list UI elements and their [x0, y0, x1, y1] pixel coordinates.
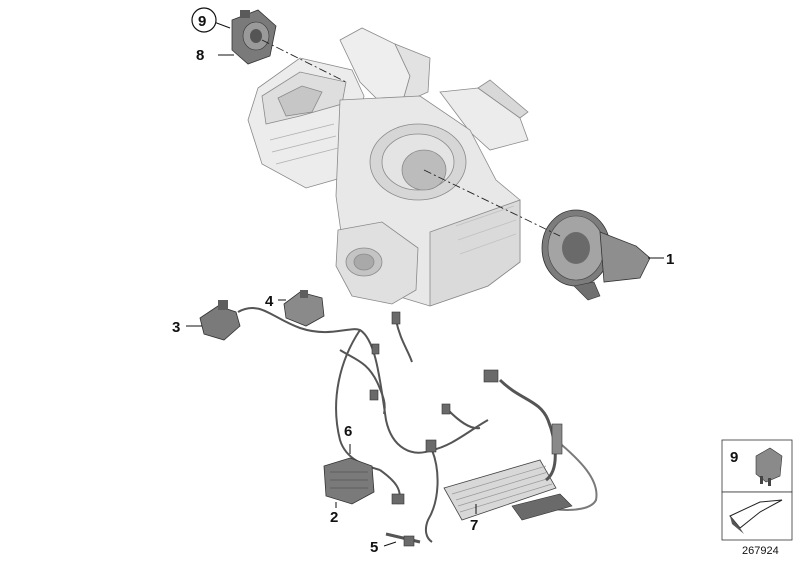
- legend-part-thumbnail: [755, 447, 783, 486]
- legend-box: 9 267924: [721, 439, 793, 557]
- actuator-part-3: [199, 300, 241, 341]
- heater-core-part-7: [443, 369, 598, 521]
- reference-number: 267924: [742, 545, 779, 557]
- resistor-part-4: [283, 290, 325, 327]
- callout-2: 2: [330, 509, 338, 526]
- control-module-part-2: [323, 457, 375, 505]
- callout-5: 5: [370, 539, 378, 556]
- actuator-part-8: [231, 9, 277, 65]
- callout-8: 8: [196, 47, 204, 64]
- leader-lines: [186, 21, 664, 547]
- blower-motor-part-1: [541, 209, 651, 301]
- assembly-lines: [261, 39, 561, 237]
- sensor-part-5: [385, 532, 421, 547]
- callout-1: 1: [666, 251, 674, 268]
- callout-9: 9: [198, 13, 206, 30]
- wiring-harness-part-6: [237, 307, 489, 543]
- callout-7: 7: [470, 517, 478, 534]
- callout-6: 6: [344, 423, 352, 440]
- callout-labels: 1 2 3 4 5 6 7 8: [172, 47, 674, 556]
- callout-3: 3: [172, 319, 180, 336]
- harness-connectors: [369, 311, 451, 505]
- legend-number: 9: [730, 449, 738, 466]
- callout-9-circled: 9: [191, 7, 217, 33]
- legend-arrow-icon: [729, 499, 783, 534]
- hvac-housing: [247, 27, 529, 307]
- callout-4: 4: [265, 293, 274, 310]
